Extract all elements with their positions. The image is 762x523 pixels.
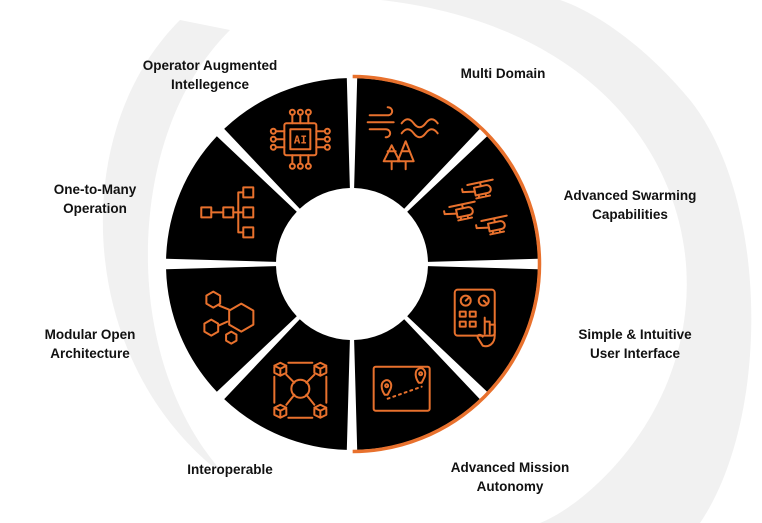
label-multi-domain: Multi Domain bbox=[460, 66, 546, 81]
label-operator-augmented: Operator Augmented Intellegence bbox=[142, 58, 278, 92]
connected-cubes-icon bbox=[273, 361, 328, 419]
control-panel-touch-icon bbox=[453, 288, 496, 348]
background-swoosh-left bbox=[102, 20, 230, 480]
hexagon-modules-icon bbox=[203, 290, 255, 345]
ai-chip-icon: AI bbox=[269, 108, 331, 170]
label-advanced-swarming: Advanced Swarming Capabilities bbox=[563, 188, 697, 222]
segment-operator-augmented bbox=[224, 78, 350, 209]
background-swoosh bbox=[235, 0, 752, 523]
segment-modular-open-architecture bbox=[166, 266, 297, 392]
accent-ring-arc bbox=[352, 74, 542, 454]
wind-waves-trees-icon bbox=[366, 106, 439, 171]
segment-one-to-many bbox=[166, 136, 297, 262]
label-simple-intuitive-ui: Simple & Intuitive User Interface bbox=[578, 327, 692, 361]
label-modular-open-architecture: Modular Open Architecture bbox=[44, 327, 136, 361]
segment-advanced-mission-autonomy bbox=[354, 319, 480, 450]
helicopter-swarm-icon bbox=[443, 178, 508, 236]
label-one-to-many: One-to-Many Operation bbox=[53, 182, 137, 216]
segment-multi-domain bbox=[354, 78, 480, 209]
hierarchy-tree-icon bbox=[200, 186, 255, 239]
map-route-icon bbox=[372, 365, 431, 412]
segment-advanced-swarming bbox=[407, 136, 538, 262]
ai-chip-text: AI bbox=[294, 133, 307, 146]
label-interoperable: Interoperable bbox=[187, 462, 273, 477]
segment-simple-intuitive-ui bbox=[407, 266, 538, 392]
label-advanced-mission-autonomy: Advanced Mission Autonomy bbox=[450, 460, 570, 494]
